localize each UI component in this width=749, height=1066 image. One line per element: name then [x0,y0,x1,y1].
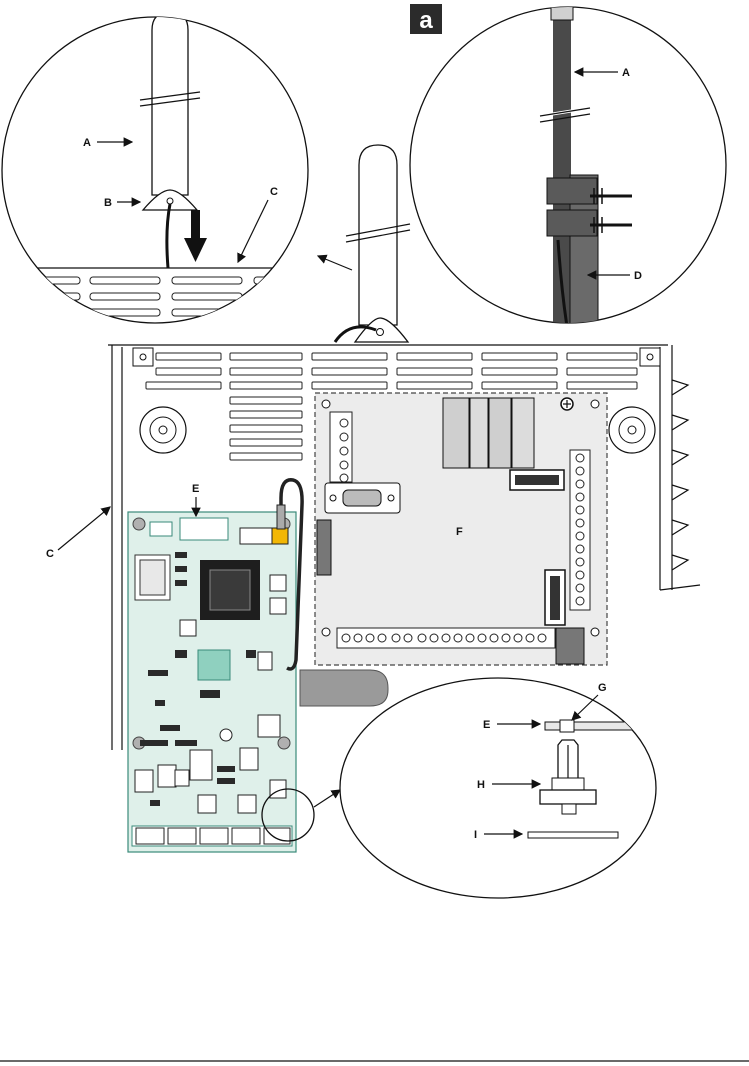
figure-badge-letter: a [419,7,433,34]
right-zoom-circle: A D [410,6,726,345]
bottom-terminal-strip [337,628,555,648]
label-c-top: C [270,186,278,198]
top-left-terminal-block [330,412,352,482]
gsm-main-chip [200,560,260,620]
main-control-board: F [315,393,607,665]
label-g: G [598,682,607,694]
cabinet-right-fins [672,380,688,570]
gsm-terminal-block [132,826,292,846]
label-h: H [477,779,485,791]
label-e-detail: E [483,719,490,731]
center-antenna [335,145,410,342]
label-b: B [104,197,112,209]
gsm-module-board [128,480,302,852]
antenna-connector [240,528,272,544]
left-zoom-circle: A B C [0,12,324,323]
detail-zoom-ellipse: G E H I [340,678,656,898]
relay-bank [443,398,534,468]
right-terminal-strip [570,450,590,610]
detail-plate-i [528,832,618,838]
label-e-top: E [192,483,199,495]
label-i: I [474,829,477,841]
label-c-left: C [46,548,54,560]
label-a-left: A [83,137,91,149]
knockout-right [609,407,655,453]
label-f: F [456,526,463,538]
label-d: D [634,270,642,282]
serial-port [325,483,400,513]
label-a-right: A [622,67,630,79]
figure-badge: a [410,4,442,34]
knockout-left [140,407,186,453]
